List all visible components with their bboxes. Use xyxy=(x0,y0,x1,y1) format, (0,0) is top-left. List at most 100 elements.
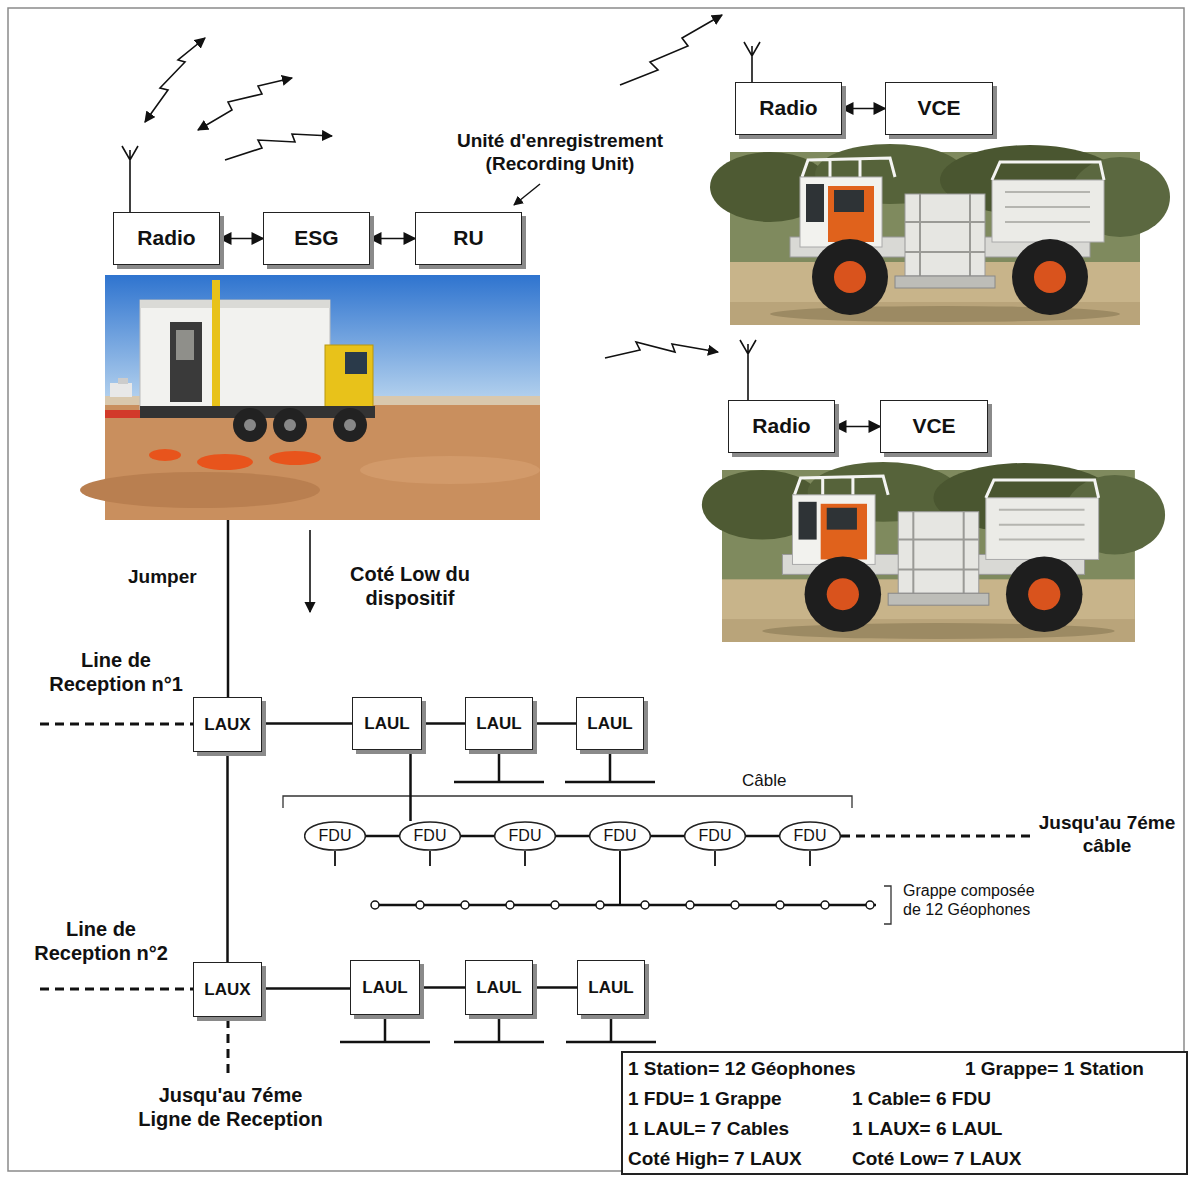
node-text: FDU xyxy=(319,827,352,845)
recording-unit-label: Unité d'enregistrement (Recording Unit) xyxy=(405,130,715,176)
recording-truck-photo xyxy=(140,300,330,410)
laul-box: LAUL xyxy=(352,697,422,750)
geophone-symbol xyxy=(461,901,469,909)
radio-wave xyxy=(145,38,205,122)
node-text: VCE xyxy=(917,96,960,120)
fdu-oval: FDU xyxy=(684,821,746,851)
line-cable xyxy=(409,750,412,821)
geophone-symbol xyxy=(821,901,829,909)
laul-stub xyxy=(340,1015,430,1042)
laul-box: LAUL xyxy=(576,697,644,750)
node-text: LAUX xyxy=(204,715,250,735)
table-cell: 1 FDU= 1 Grappe xyxy=(628,1088,843,1111)
radio-wave xyxy=(620,15,722,85)
node-text: FDU xyxy=(509,827,542,845)
recording-truck-photo xyxy=(360,456,540,484)
geophone-symbol xyxy=(866,901,874,909)
laul-stub xyxy=(454,750,544,782)
recording-truck-photo xyxy=(233,408,267,442)
table-cell: 1 Station= 12 Géophones xyxy=(628,1058,948,1081)
line-cable xyxy=(651,835,684,838)
fdu-outline xyxy=(400,822,461,850)
node-text: Radio xyxy=(759,96,817,120)
recording-truck-photo xyxy=(344,419,356,431)
recording-truck-photo xyxy=(273,408,307,442)
vce-box: VCE xyxy=(885,82,993,135)
radio-link xyxy=(370,238,415,240)
node-text: Radio xyxy=(752,414,810,438)
geophone-symbol xyxy=(776,901,784,909)
cluster-bracket xyxy=(884,886,891,924)
geophone-symbol xyxy=(506,901,514,909)
line-cable xyxy=(226,752,229,962)
continuation-label: Jusqu'au 7éme câble xyxy=(1030,812,1184,858)
recording-truck-photo xyxy=(197,454,253,470)
recording-truck-photo xyxy=(325,345,373,415)
node-text: LAUL xyxy=(587,714,632,734)
radio-wave xyxy=(198,78,292,130)
continuation-line xyxy=(40,988,193,991)
geophone-symbol xyxy=(371,901,874,909)
leader-arrow xyxy=(514,184,540,205)
recording-truck-photo xyxy=(269,451,321,465)
laul-box: LAUL xyxy=(350,960,420,1015)
recording-truck-photo xyxy=(212,280,220,415)
continuation-line xyxy=(40,724,1030,1075)
geophone-string xyxy=(373,904,876,907)
laul-box: LAUL xyxy=(465,697,533,750)
laux-box: LAUX xyxy=(193,962,262,1017)
geophone-symbol xyxy=(371,901,379,909)
fdu-tick xyxy=(335,851,810,866)
line-cable xyxy=(533,722,576,725)
continuation-line xyxy=(40,723,193,726)
equivalence-table xyxy=(622,1052,1187,1174)
recording-truck-photo xyxy=(345,352,367,374)
laul-box: LAUL xyxy=(465,960,533,1015)
laul-stub xyxy=(340,750,656,1042)
node-text: FDU xyxy=(794,827,827,845)
geophone-lead xyxy=(619,851,621,905)
cluster-label: Grappe composée de 12 Géophones xyxy=(903,881,1048,919)
node-text: VCE xyxy=(912,414,955,438)
fdu-outline xyxy=(780,822,841,850)
recording-truck-photo xyxy=(284,419,296,431)
node-text: RU xyxy=(453,226,483,250)
geophone-symbol xyxy=(596,901,604,909)
fdu-oval: FDU xyxy=(304,821,366,851)
node-text: FDU xyxy=(414,827,447,845)
ru-box: RU xyxy=(415,212,522,265)
outer-frame xyxy=(8,8,1184,1171)
table-cell: 1 Grappe= 1 Station xyxy=(965,1058,1180,1081)
table-cell: 1 Cable= 6 FDU xyxy=(852,1088,1067,1111)
laul-box: LAUL xyxy=(577,960,645,1015)
geophone-symbol xyxy=(551,901,559,909)
antenna-symbol xyxy=(744,42,760,82)
radio-link xyxy=(842,108,885,110)
geophone-symbol xyxy=(686,901,694,909)
recording-truck-photo xyxy=(149,449,181,461)
jumper-label: Jumper xyxy=(128,566,228,589)
esg-box: ESG xyxy=(263,212,370,265)
fdu-outline xyxy=(305,822,366,850)
radio-box: Radio xyxy=(113,212,220,265)
line-cable xyxy=(420,986,465,989)
continuation-line xyxy=(227,1019,230,1075)
cable-bracket xyxy=(283,796,852,808)
radio-box: Radio xyxy=(728,400,835,453)
recording-truck-photo xyxy=(118,378,128,384)
line-cable xyxy=(262,722,352,725)
geophone-symbol xyxy=(731,901,739,909)
fdu-tick xyxy=(335,851,810,866)
recording-truck-photo xyxy=(105,410,145,418)
node-text: Radio xyxy=(137,226,195,250)
node-text: FDU xyxy=(699,827,732,845)
antenna-symbol xyxy=(122,146,138,212)
fdu-outline xyxy=(590,822,651,850)
vce-box: VCE xyxy=(880,400,988,453)
recording-truck-photo xyxy=(80,275,540,520)
node-text: LAUL xyxy=(476,714,521,734)
table-cell: Coté Low= 7 LAUX xyxy=(852,1148,1067,1171)
fdu-outline xyxy=(495,822,556,850)
fdu-outline xyxy=(685,822,746,850)
